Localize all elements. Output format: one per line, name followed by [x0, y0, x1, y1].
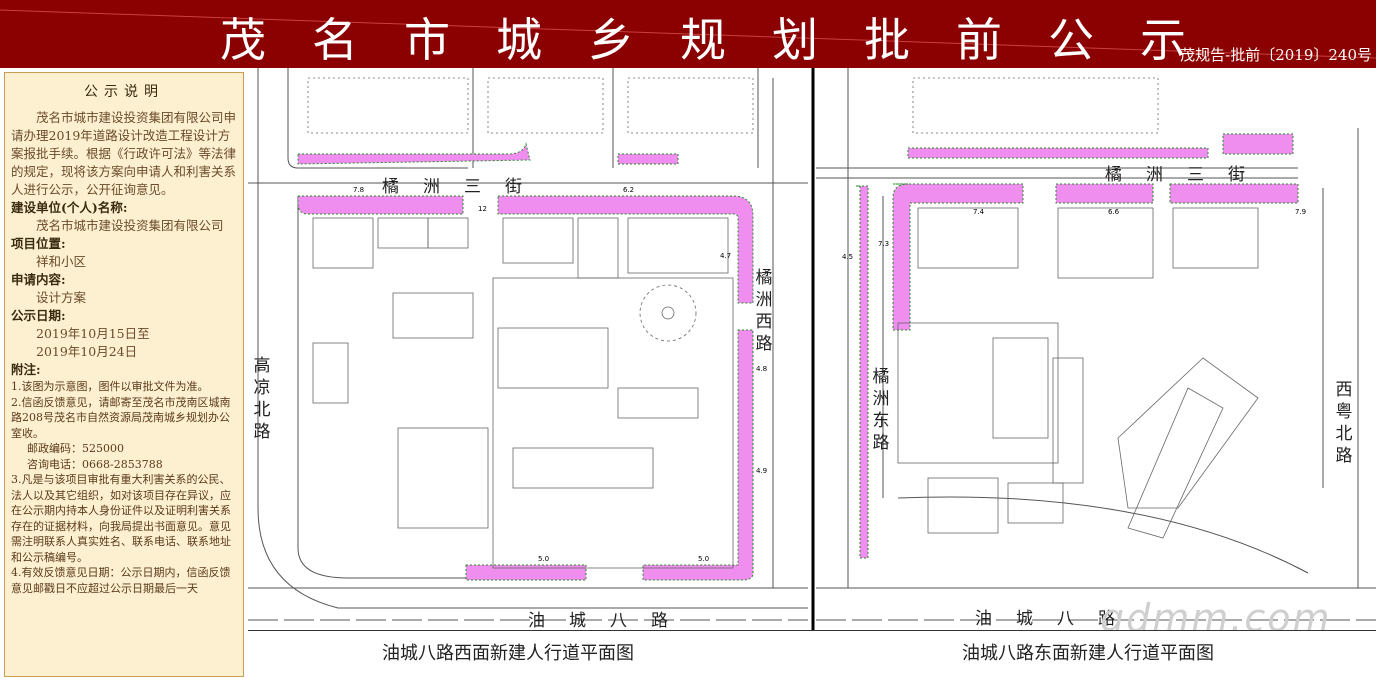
- phone: 咨询电话：0668-2853788: [27, 457, 163, 471]
- left-buildings: [307, 77, 754, 569]
- dim-5-0-a: 5.0: [538, 555, 549, 563]
- road-label-bottom-left: 油城八路: [528, 611, 692, 631]
- caption-right: 油城八路东面新建人行道平面图: [962, 643, 1214, 664]
- content-label: 申请内容:: [11, 272, 66, 287]
- left-new-sidewalks: [297, 142, 754, 581]
- road-label-middle-left: 橘洲西路: [755, 268, 773, 354]
- location-value: 祥和小区: [36, 254, 87, 269]
- notice-title: 公示说明: [84, 84, 164, 100]
- dim-4-7: 4.7: [720, 252, 731, 260]
- dim-5-0-b: 5.0: [698, 555, 709, 563]
- caption-left: 油城八路西面新建人行道平面图: [382, 643, 634, 664]
- postcode: 邮政编码：525000: [27, 442, 124, 455]
- date-label: 公示日期:: [11, 308, 66, 323]
- notice-panel: 公示说明 茂名市城市建设投资集团有限公司申请办理2019年道路设计改造工程设计方…: [4, 72, 244, 677]
- builder-value: 茂名市城市建设投资集团有限公司: [36, 218, 224, 233]
- note-item-2: 2.信函反馈意见，请邮寄至茂名市茂南区城南路208号茂名市自然资源局茂南城乡规划…: [11, 395, 231, 440]
- header-banner: 茂名市城乡规划批前公示 茂规告-批前〔2019〕240号: [0, 0, 1376, 68]
- dim-6-2: 6.2: [623, 186, 634, 194]
- header-diagonal-line: [0, 9, 1376, 59]
- note-item-4: 4.有效反馈意见日期：公示日期内，信函反馈意见邮戳日不应超过公示日期最后一天: [11, 566, 231, 595]
- road-label-top-right: 橘洲三街: [1105, 165, 1269, 185]
- dimension-labels: 12 7.8 6.2 4.7 4.8 4.9 5.0 5.0 4.5 7.3 7…: [353, 186, 1306, 563]
- road-label-top-left: 橘洲三街: [382, 177, 546, 197]
- dim-4-8: 4.8: [756, 365, 767, 373]
- right-new-sidewalks: [856, 133, 1299, 559]
- builder-label: 建设单位(个人)名称:: [11, 200, 128, 215]
- dim-7-4: 7.4: [973, 208, 985, 216]
- caption-bar: 油城八路西面新建人行道平面图 油城八路东面新建人行道平面图: [248, 630, 1376, 678]
- left-plan-roads: [248, 68, 808, 621]
- date-end: 2019年10月24日: [36, 344, 138, 359]
- dim-4-9: 4.9: [756, 467, 767, 475]
- road-label-left: 高凉北路: [253, 356, 271, 442]
- dim-7-3: 7.3: [878, 240, 889, 248]
- road-label-bottom-right: 油城八路: [975, 609, 1139, 629]
- notice-intro: 茂名市城市建设投资集团有限公司申请办理2019年道路设计改造工程设计方案报批手续…: [11, 110, 237, 197]
- road-label-middle-right: 橘洲东路: [872, 367, 890, 453]
- page-title: 茂名市城乡规划批前公示: [220, 13, 1232, 67]
- note-item-1: 1.该图为示意图，图件以审批文件为准。: [11, 380, 209, 393]
- notice-code: 茂规告-批前〔2019〕240号: [1180, 46, 1372, 64]
- note-item-3: 3.凡是与该项目审批有重大利害关系的公民、法人以及其它组织，如对该项目存在异议，…: [11, 473, 231, 564]
- dim-7-9: 7.9: [1295, 208, 1306, 216]
- content-value: 设计方案: [36, 290, 87, 305]
- site-plan-map: 12 7.8 6.2 4.7 4.8 4.9 5.0 5.0 4.5 7.3 7…: [248, 68, 1376, 630]
- dim-7-8: 7.8: [353, 186, 364, 194]
- notes-label: 附注:: [11, 362, 41, 377]
- road-label-right: 西粤北路: [1335, 380, 1353, 466]
- dim-6-6: 6.6: [1108, 208, 1120, 216]
- right-plan-roads: [816, 68, 1376, 621]
- date-start: 2019年10月15日至: [36, 326, 150, 341]
- dim-4-5: 4.5: [842, 253, 853, 261]
- dim-12: 12: [478, 205, 487, 213]
- right-buildings: [897, 77, 1259, 539]
- location-label: 项目位置:: [11, 236, 66, 251]
